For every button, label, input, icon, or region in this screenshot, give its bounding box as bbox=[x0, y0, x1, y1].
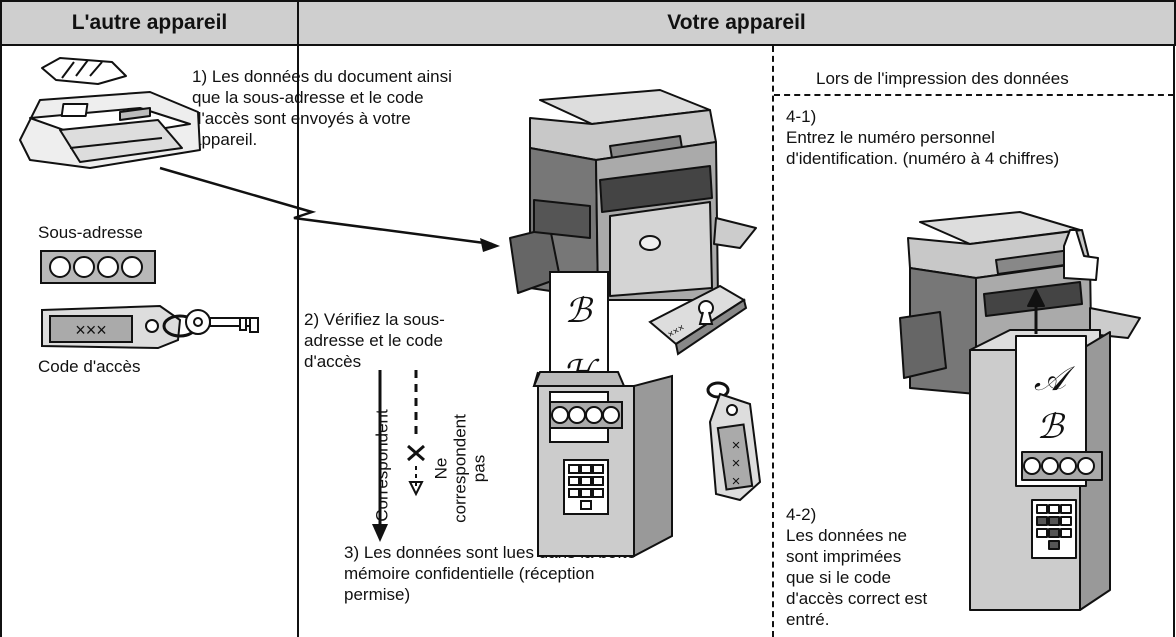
subaddress-box bbox=[40, 250, 156, 284]
print-section-title: Lors de l'impression des données bbox=[816, 69, 1069, 88]
confidential-box-illustration: ℬ ℋ ××× × × bbox=[532, 271, 762, 558]
verification-arrows bbox=[372, 370, 425, 542]
svg-text:ℬ: ℬ bbox=[565, 291, 594, 331]
left-border bbox=[0, 46, 2, 637]
access-code-key-tag: ××× bbox=[41, 304, 259, 350]
header-other-device-label: L'autre appareil bbox=[71, 11, 228, 34]
print-section-title-underline bbox=[774, 94, 1174, 96]
transmission-arrow bbox=[159, 166, 500, 252]
header-other-device: L'autre appareil bbox=[0, 0, 299, 46]
step-2-text: 2) Vérifiez la sous- adresse et le code … bbox=[304, 310, 445, 371]
no-match-label: Ne correspondent pas bbox=[431, 414, 489, 523]
column-divider bbox=[297, 46, 299, 637]
step-4-1-text: 4-1) Entrez le numéro personnel d'identi… bbox=[786, 107, 1060, 168]
print-section-divider bbox=[772, 46, 774, 637]
svg-text:×: × bbox=[732, 455, 741, 472]
access-code-label: Code d'accès bbox=[38, 357, 141, 376]
subaddress-label: Sous-adresse bbox=[38, 223, 143, 242]
reject-x-icon bbox=[407, 444, 425, 462]
svg-text:×: × bbox=[732, 437, 741, 454]
fax-machine-illustration bbox=[19, 57, 201, 169]
step-3-text: 3) Les données sont lues dans la boîte m… bbox=[344, 543, 636, 604]
svg-text:×: × bbox=[732, 473, 741, 490]
pressing-hand-icon bbox=[1063, 229, 1099, 281]
print-up-arrow bbox=[1027, 289, 1045, 307]
step-1-text: 1) Les données du document ainsi que la … bbox=[192, 67, 452, 149]
header-your-device-label: Votre appareil bbox=[667, 11, 806, 34]
copier-illustration bbox=[509, 89, 757, 301]
access-code-symbols: ××× bbox=[75, 320, 107, 340]
svg-text:ℬ: ℬ bbox=[1037, 407, 1066, 447]
right-border bbox=[1173, 46, 1175, 637]
header-your-device: Votre appareil bbox=[297, 0, 1176, 46]
print-box-illustration: 𝒜 ℬ bbox=[969, 289, 1111, 611]
step-4-2-text: 4-2) Les données ne sont imprimées que s… bbox=[786, 505, 928, 629]
